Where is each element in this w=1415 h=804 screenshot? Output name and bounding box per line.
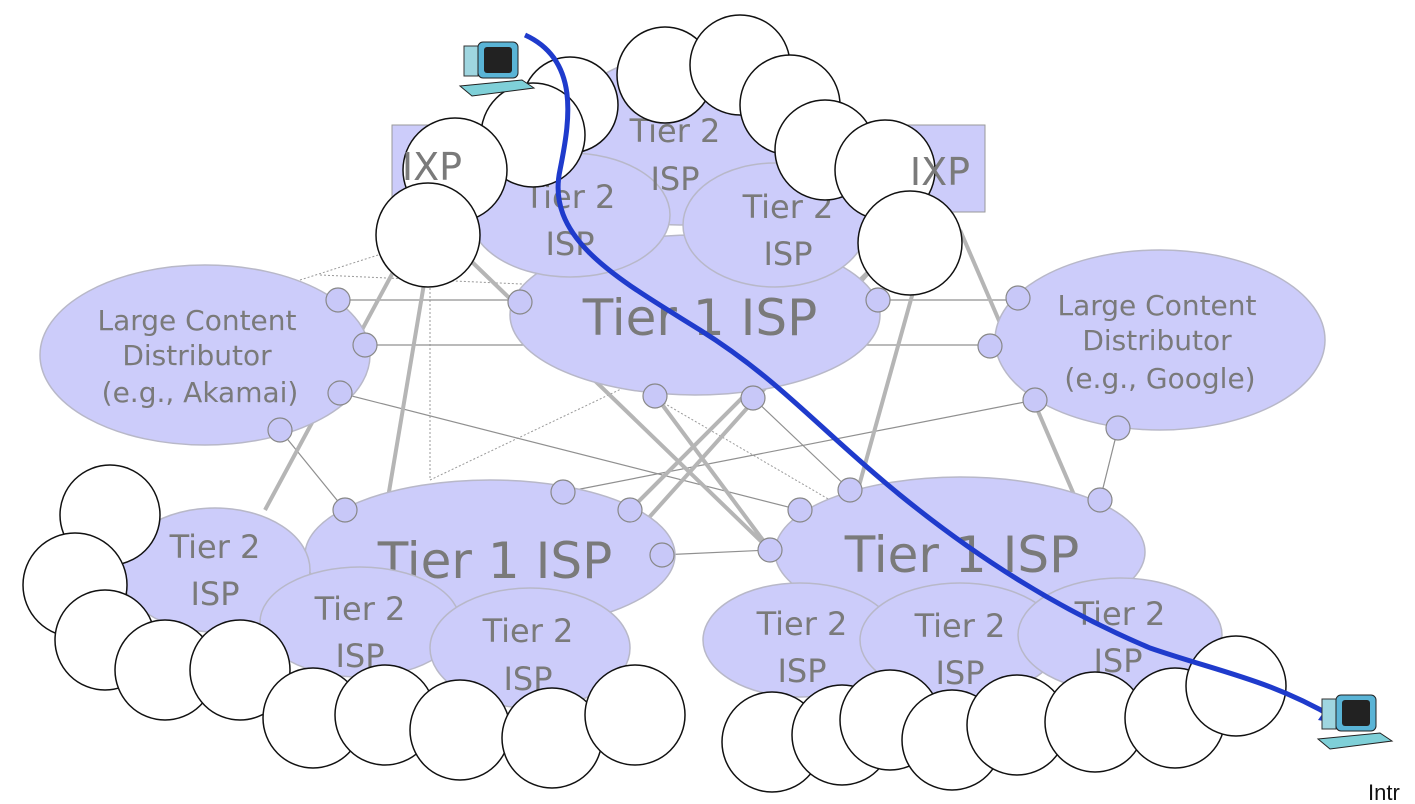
access-networks <box>22 14 1287 793</box>
ixp-left-label: IXP <box>402 145 462 189</box>
ixp-right-label: IXP <box>910 150 970 194</box>
label: ISP <box>777 652 826 690</box>
label: ISP <box>763 235 812 273</box>
desktop-computer-icon <box>1316 694 1394 750</box>
label: ISP <box>190 575 239 613</box>
label: Tier 2 <box>482 612 574 650</box>
packet-path <box>523 32 1337 721</box>
label: Tier 2 <box>914 607 1006 645</box>
peering-points <box>267 285 1131 568</box>
label: Distributor <box>122 339 272 372</box>
label: (e.g., Akamai) <box>102 376 299 409</box>
caption: Intr <box>1368 780 1400 804</box>
label: (e.g., Google) <box>1064 362 1255 395</box>
tier1-top-label: Tier 1 ISP <box>582 289 817 347</box>
label: Distributor <box>1082 324 1232 357</box>
label: Large Content <box>1057 289 1256 322</box>
label: Tier 2 <box>314 590 406 628</box>
label: Tier 2 <box>756 605 848 643</box>
label: Tier 1 ISP <box>844 526 1079 584</box>
label: ISP <box>650 160 699 198</box>
label: Large Content <box>97 304 296 337</box>
label: ISP <box>935 654 984 692</box>
label: Tier 2 <box>1074 595 1166 633</box>
desktop-computer-icon <box>458 41 536 97</box>
label: Tier 2 <box>169 528 261 566</box>
